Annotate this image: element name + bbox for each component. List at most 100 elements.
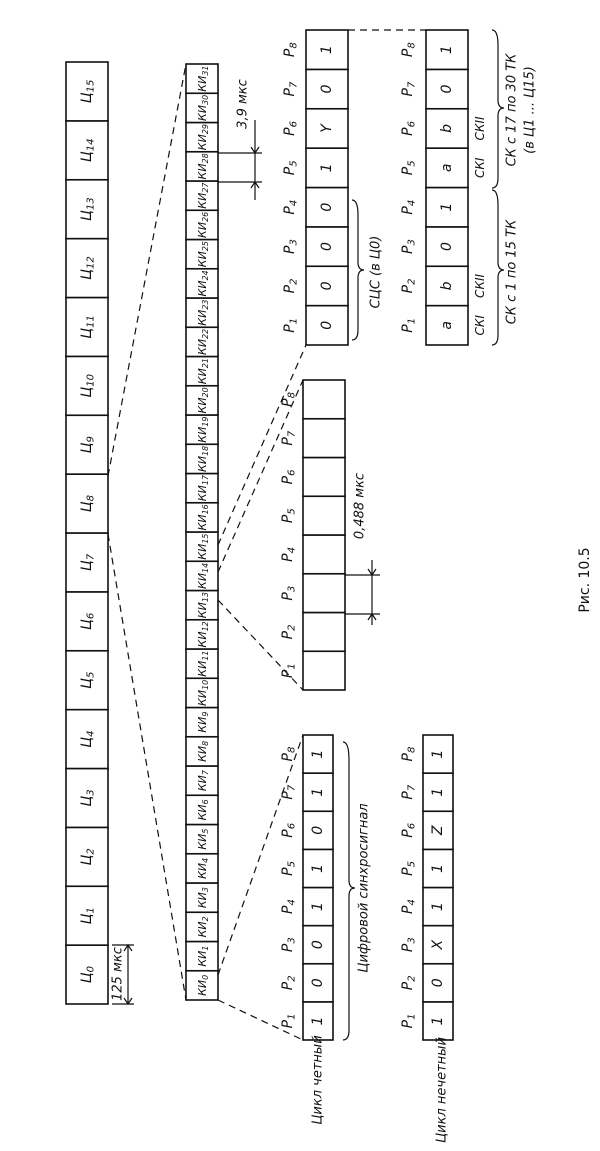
even-cycle-cell — [302, 1001, 334, 1041]
frame-label: Ц1 — [79, 907, 96, 924]
sk-bit: a — [439, 321, 455, 330]
bit-position-label: P6 — [400, 823, 417, 838]
channel-cell — [185, 180, 219, 212]
connector-line — [217, 344, 307, 546]
cas-cell — [305, 186, 349, 228]
channel-label: КИ30 — [196, 95, 210, 121]
channel-cell — [185, 63, 219, 95]
even-cycle-bit: 0 — [310, 940, 326, 949]
even-cycle-bit: 1 — [310, 864, 326, 873]
frame-cell — [65, 296, 109, 358]
connector-line — [217, 599, 304, 691]
sk-cell — [425, 107, 469, 149]
channel-label: КИ11 — [196, 651, 210, 677]
odd-cycle-bit: 1 — [430, 864, 446, 873]
channel-label: КИ3 — [196, 887, 210, 908]
bit-position-label: P3 — [400, 239, 417, 254]
sk-sub-label: СКII — [473, 273, 487, 297]
channel-label: КИ13 — [196, 592, 210, 618]
frame-label: Ц6 — [79, 613, 96, 630]
odd-cycle-bit: 1 — [430, 788, 446, 797]
odd-cycle-bit: 1 — [430, 1016, 446, 1025]
cas-bit: 0 — [319, 321, 335, 330]
bit-detail-cell — [302, 379, 346, 420]
cas-bit: 1 — [319, 163, 335, 172]
bit-position-label: P2 — [280, 975, 297, 990]
bit-position-label: P7 — [400, 81, 417, 96]
channel-cell — [185, 794, 219, 826]
frame-label: Ц10 — [79, 374, 96, 398]
channel-label: КИ7 — [196, 770, 210, 791]
cas-bit: 1 — [319, 45, 335, 54]
even-cycle-cell — [302, 962, 334, 1003]
channel-label: КИ31 — [196, 66, 210, 92]
channel-label: КИ1 — [196, 946, 210, 967]
channel-cell — [185, 443, 219, 475]
frame-cell — [65, 414, 109, 475]
even-cycle-bit: 0 — [310, 826, 326, 835]
odd-cycle-bit: 1 — [430, 902, 446, 911]
connector-line — [217, 734, 304, 976]
channel-label: КИ14 — [196, 563, 210, 589]
channel-label: КИ21 — [196, 358, 210, 384]
sk-sub-label: СКI — [473, 157, 487, 178]
bit-detail-cell — [302, 456, 346, 498]
bit-position-label: P4 — [280, 547, 297, 562]
arrow-head — [367, 568, 377, 621]
cas-bit: Y — [319, 123, 335, 133]
cas-bit: 0 — [319, 203, 335, 212]
frame-cell — [65, 237, 109, 299]
even-cycle-cell — [302, 772, 334, 813]
cas-caption: СЦС (в Ц0) — [369, 236, 384, 309]
bit-position-label: P1 — [400, 1014, 417, 1029]
frame-cell — [65, 944, 109, 1005]
odd-cycle-bit: 1 — [430, 750, 446, 759]
bit-position-label: P7 — [282, 81, 299, 96]
even-cycle-bit: 1 — [310, 788, 326, 797]
channel-cell — [185, 414, 219, 446]
channel-duration-label: 3,9 мкс — [236, 79, 251, 129]
frame-cell — [65, 61, 109, 122]
bit-position-label: P5 — [280, 861, 297, 876]
brace — [342, 741, 356, 1041]
channel-label: КИ6 — [196, 799, 210, 820]
bit-position-label: P8 — [400, 42, 417, 57]
bit-position-label: P8 — [280, 747, 297, 762]
frame-cell — [65, 120, 109, 181]
connector-line — [107, 63, 187, 477]
cas-cell — [305, 147, 349, 189]
channel-label: КИ10 — [196, 680, 210, 706]
brace — [491, 189, 505, 346]
frame-label: Ц8 — [79, 495, 96, 512]
sk-bit: b — [439, 281, 455, 290]
channel-label: КИ5 — [196, 829, 210, 850]
sk-cell — [425, 68, 469, 110]
connector-lines — [107, 29, 426, 1041]
frame-cell — [65, 767, 109, 829]
bit-position-label: P1 — [280, 1014, 297, 1029]
bit-position-label: P2 — [280, 624, 297, 639]
channel-label: КИ9 — [196, 712, 210, 733]
frame-cell — [65, 355, 109, 417]
even-cycle-bit: 0 — [310, 978, 326, 987]
channel-label: КИ26 — [196, 212, 210, 238]
sk-bit: 0 — [439, 242, 455, 251]
brace — [491, 29, 505, 189]
frame-cell — [65, 708, 109, 770]
frame-cell — [65, 473, 109, 534]
channel-label: КИ25 — [196, 241, 210, 267]
bit-detail-cell — [302, 495, 346, 536]
channel-label: КИ12 — [196, 621, 210, 647]
channel-cell — [185, 209, 219, 241]
bit-position-label: P5 — [400, 861, 417, 876]
channel-cell — [185, 911, 219, 943]
channel-label: КИ15 — [196, 534, 210, 560]
channel-cell — [185, 121, 219, 153]
odd-cycle-label: Цикл нечетный — [435, 1037, 450, 1143]
channel-label: КИ8 — [196, 741, 210, 762]
odd-cycle-bit: 0 — [430, 978, 446, 987]
